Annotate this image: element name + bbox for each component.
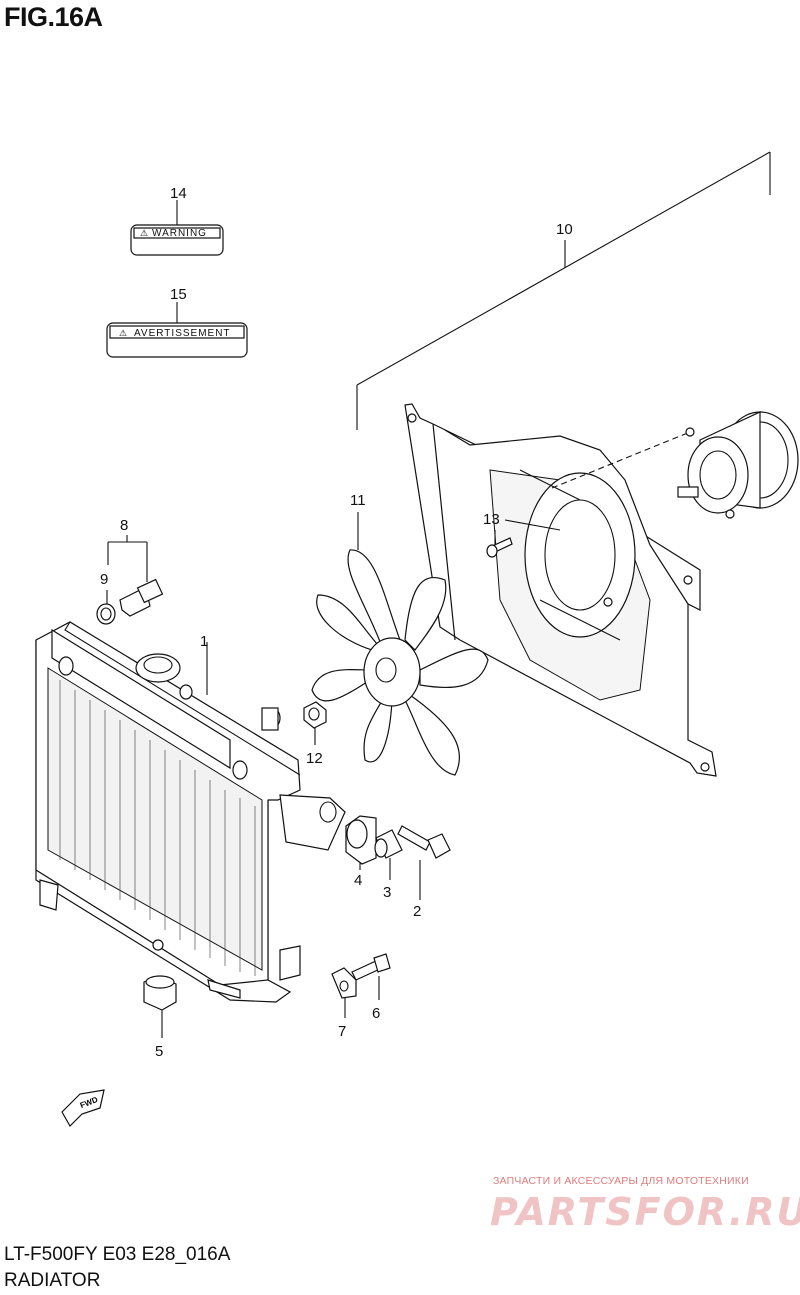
- caution-triangle-icon: ⚠: [140, 228, 148, 238]
- fan-shroud: [404, 403, 717, 777]
- callout-1: 1: [200, 633, 208, 650]
- callout-15: 15: [170, 286, 187, 303]
- callout-2: 2: [413, 903, 421, 920]
- callout-13: 13: [483, 511, 500, 528]
- figure-title: FIG.16A: [4, 2, 103, 32]
- caution-triangle-icon-2: ⚠: [119, 328, 127, 338]
- forward-direction-arrow-icon: FWD: [61, 1089, 105, 1127]
- callout-12: 12: [306, 750, 323, 767]
- callout-9: 9: [100, 571, 108, 588]
- bracket-7: 7: [331, 967, 357, 1040]
- bolt-6: 6: [351, 953, 391, 1022]
- radiator: 1: [35, 621, 346, 1003]
- watermark-tagline: ЗАПЧАСТИ И АКСЕССУАРЫ ДЛЯ МОТОТЕХНИКИ: [493, 1175, 749, 1187]
- bolt-2: 2: [397, 825, 451, 920]
- avertissement-label-text: AVERTISSEMENT: [134, 328, 231, 339]
- grommet-4: 4: [345, 815, 377, 889]
- warning-label-part: 14 WARNING ⚠: [130, 185, 224, 256]
- callout-7: 7: [338, 1023, 346, 1040]
- callout-3: 3: [383, 884, 391, 901]
- collar-3: 3: [374, 829, 403, 901]
- warning-label-text: WARNING: [152, 228, 207, 239]
- callout-11: 11: [350, 492, 366, 509]
- radiator-core-fins: [59, 680, 256, 976]
- fan-motor: [677, 411, 799, 519]
- callout-5: 5: [155, 1043, 163, 1060]
- callout-14: 14: [170, 185, 187, 202]
- nut-12: 12: [303, 701, 327, 767]
- mount-rubber-5: 5: [143, 975, 177, 1060]
- callout-6: 6: [372, 1005, 380, 1022]
- o-ring-9: 9: [96, 571, 116, 625]
- section-name: RADIATOR: [4, 1270, 101, 1291]
- cooling-fan: 11: [311, 492, 489, 776]
- callout-8: 8: [120, 517, 128, 534]
- model-code: LT-F500FY E03 E28_016A: [4, 1244, 231, 1265]
- temperature-sensor-8: 8: [107, 517, 164, 617]
- avertissement-label-part: 15 AVERTISSEMENT ⚠: [106, 286, 248, 358]
- watermark-logo: PARTSFOR.RU: [490, 1190, 800, 1234]
- screw-13: 13: [483, 511, 513, 558]
- fan-assembly-bracket: 10: [356, 151, 771, 430]
- callout-4: 4: [354, 872, 362, 889]
- callout-10: 10: [556, 221, 573, 238]
